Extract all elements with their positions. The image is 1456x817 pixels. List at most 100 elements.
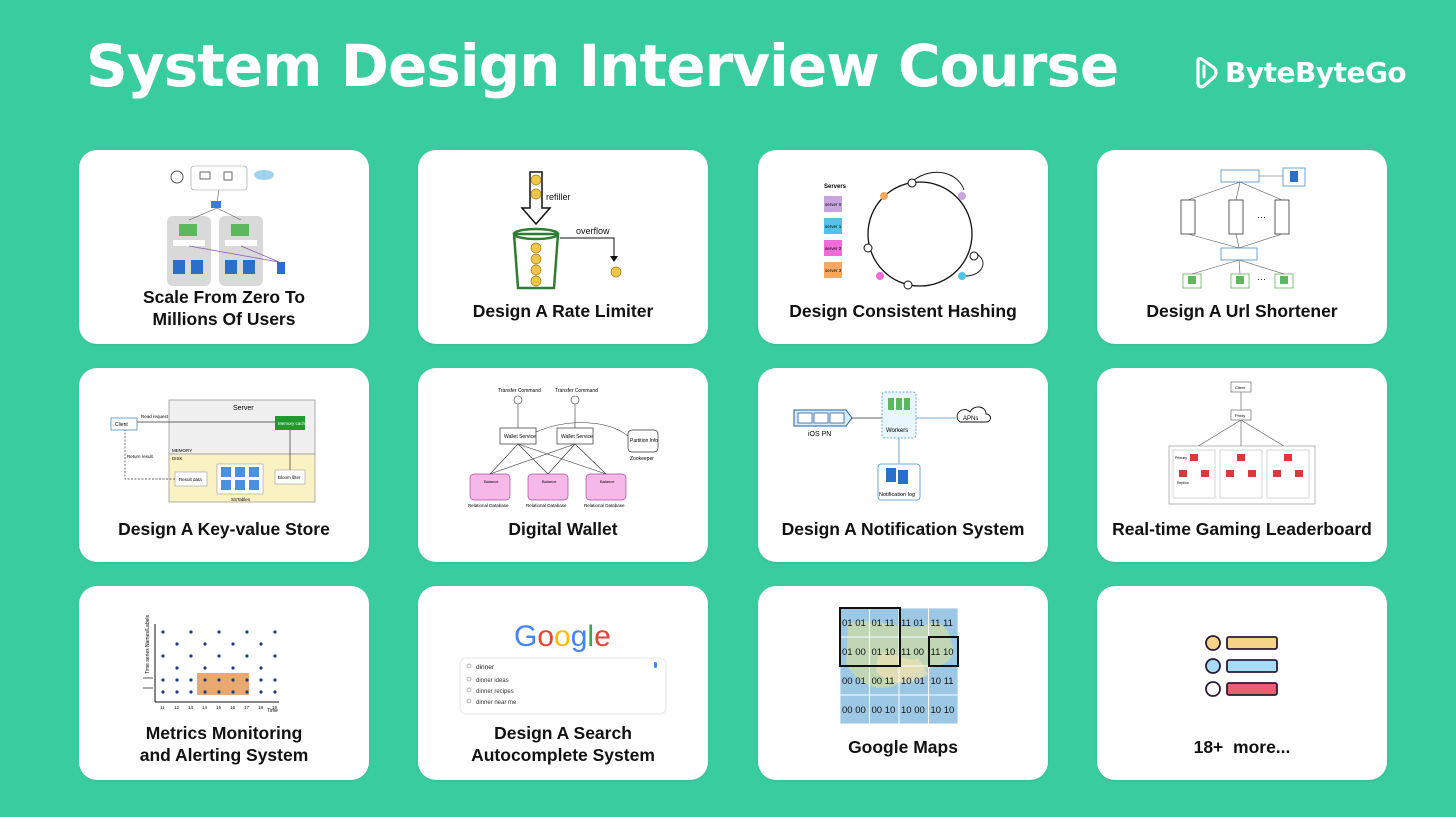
brand-logo[interactable]: ByteByteGo	[1193, 56, 1407, 89]
data-point	[189, 690, 193, 694]
more-courses-label: 18+ more...	[1193, 737, 1291, 757]
data-point	[273, 678, 277, 682]
list-icon	[1205, 635, 1278, 697]
course-card-consistent-hashing[interactable]: Servers server 0 server 1 server 2 serve…	[758, 150, 1048, 344]
return-result-label: Return result	[127, 454, 154, 459]
suggestion-item: dinner ideas	[476, 678, 509, 684]
read-request-label: Read request	[141, 414, 169, 419]
data-point	[245, 630, 249, 634]
geohash-cell-label: 00 10	[872, 705, 896, 716]
data-point	[217, 690, 221, 694]
balance-label: Balance	[600, 479, 615, 484]
wallet-diagram: Transfer Command Transfer Command Wallet…	[468, 388, 659, 508]
server-2-label: server 2	[825, 246, 842, 251]
course-card-title: Design A Notification System	[781, 519, 1025, 539]
refiller-label: refiller	[546, 192, 571, 202]
data-point	[217, 654, 221, 658]
y-axis-label: Time series Names/Labels	[145, 614, 151, 674]
time-tick-label: 19	[272, 705, 278, 710]
course-card-notification[interactable]: iOS PN Workers APNs Notification log Des…	[758, 368, 1048, 562]
data-point	[203, 678, 207, 682]
scaling-architecture-diagram	[167, 165, 285, 286]
data-point	[217, 678, 221, 682]
geohash-cell-label: 10 00	[901, 705, 925, 716]
geohash-cell-label: 01 11	[872, 618, 895, 629]
data-point	[175, 642, 179, 646]
course-card-title: Design Consistent Hashing	[789, 301, 1017, 321]
data-point	[175, 690, 179, 694]
course-card-title: Real-time Gaming Leaderboard	[1112, 519, 1372, 539]
google-logo: Google	[514, 620, 611, 653]
geohash-cell-label: 11 01	[901, 618, 924, 629]
server-label: Server	[233, 405, 254, 412]
client-label: Client	[1235, 385, 1246, 390]
client-label: Client	[115, 422, 128, 428]
transfer-command-label: Transfer Command	[555, 388, 598, 394]
result-data-label: Result data	[179, 477, 202, 482]
course-card-digital-wallet[interactable]: Transfer Command Transfer Command Wallet…	[418, 368, 708, 562]
notification-log-label: Notification log	[879, 492, 915, 498]
time-tick-label: 15	[216, 705, 222, 710]
time-series-dots	[161, 630, 277, 694]
course-card-kv-store[interactable]: Server MEMORY DISK Client Read request M…	[79, 368, 369, 562]
x-axis-label: Time	[267, 708, 278, 714]
data-point	[245, 654, 249, 658]
data-point	[189, 654, 193, 658]
svg-text:···: ···	[1257, 274, 1266, 284]
kv-store-diagram: Server MEMORY DISK Client Read request M…	[110, 399, 316, 503]
geohash-cell-label: 11 11	[931, 618, 953, 629]
redis-cluster-diagram: Client Proxy Primary Replica	[1168, 381, 1316, 505]
geohash-cell-label: 01 01	[842, 618, 866, 629]
data-point	[231, 690, 235, 694]
geohash-cell-label: 10 11	[931, 676, 954, 687]
apns-label: APNs	[963, 416, 978, 422]
balance-label: Balance	[542, 479, 557, 484]
data-point	[259, 690, 263, 694]
suggestion-item: dinner near me	[476, 700, 517, 706]
more-courses-card[interactable]: 18+ more...	[1097, 586, 1387, 780]
data-point	[161, 678, 165, 682]
partition-info-label: Partition Info	[630, 438, 658, 444]
data-point	[161, 690, 165, 694]
data-point	[217, 630, 221, 634]
page-title: System Design Interview Course	[86, 32, 1119, 100]
suggestion-item: dinner recipes	[476, 689, 514, 695]
ios-pn-label: iOS PN	[808, 431, 831, 438]
workers-label: Workers	[886, 428, 908, 434]
course-card-autocomplete[interactable]: Google dinner dinner ideas dinner recipe…	[418, 586, 708, 780]
data-point	[273, 630, 277, 634]
balance-label: Balance	[484, 479, 499, 484]
sstables-label: SSTables	[231, 497, 251, 502]
geohash-cell	[928, 694, 959, 725]
data-point	[259, 642, 263, 646]
transfer-command-label: Transfer Command	[498, 388, 541, 394]
wallet-service-label: Wallet Service	[504, 434, 536, 440]
data-point	[175, 678, 179, 682]
search-query-text: dinner	[476, 664, 495, 671]
data-point	[161, 654, 165, 658]
token-bucket-diagram: refiller overflow	[512, 171, 622, 290]
queue-sharding-diagram: ··· ···	[1180, 167, 1306, 289]
course-card-title: Design A Url Shortener	[1146, 301, 1338, 321]
server-1-label: server 1	[825, 224, 842, 229]
data-point	[231, 642, 235, 646]
data-point	[273, 654, 277, 658]
wallet-service-label: Wallet Service	[561, 434, 593, 440]
course-card-leaderboard[interactable]: Client Proxy Primary Replica Real-time G…	[1097, 368, 1387, 562]
google-search-box: Google dinner dinner ideas dinner recipe…	[459, 620, 667, 715]
course-card-url-shortener[interactable]: ··· ··· Design A Url Shortener	[1097, 150, 1387, 344]
course-card-rate-limiter[interactable]: refiller overflow Design A Rate Limiter	[418, 150, 708, 344]
geohash-cell-label: 00 11	[872, 676, 895, 687]
geohash-cell-label: 10 01	[901, 676, 925, 687]
data-point	[203, 666, 207, 670]
time-tick-label: 14	[202, 705, 208, 710]
notification-diagram: iOS PN Workers APNs Notification log	[793, 391, 991, 501]
course-card-title: Design A Rate Limiter	[472, 301, 654, 321]
